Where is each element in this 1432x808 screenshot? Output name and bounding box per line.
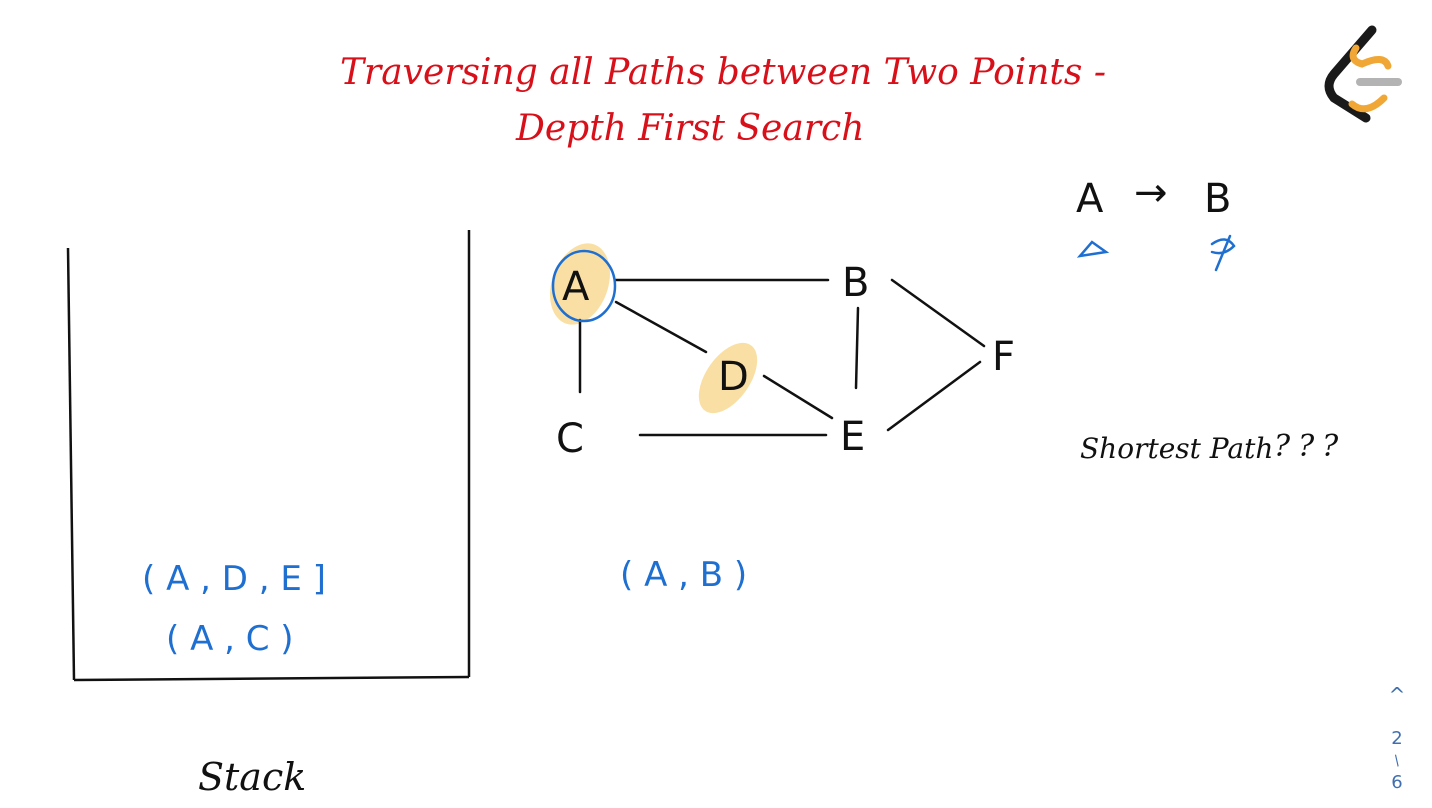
current-pair: ( A , B ) bbox=[620, 555, 747, 595]
query-arrow: → bbox=[1134, 170, 1168, 216]
query-from: A bbox=[1076, 176, 1104, 222]
start-mark bbox=[1076, 240, 1110, 258]
graph-highlights bbox=[550, 243, 758, 414]
stack-entry-bottom: ( A , C ) bbox=[166, 619, 294, 659]
slide-pager: ^ 2 / 6 bbox=[1382, 684, 1412, 794]
node-c: C bbox=[556, 416, 584, 462]
leetcode-logo-icon bbox=[1324, 25, 1402, 123]
node-a: A bbox=[562, 264, 590, 310]
edge-b-e bbox=[854, 306, 860, 390]
node-b: B bbox=[842, 260, 869, 306]
edge-b-f bbox=[890, 278, 986, 348]
pager-total: 6 bbox=[1391, 772, 1403, 793]
target-mark bbox=[1210, 238, 1236, 255]
edge-d-e bbox=[762, 374, 834, 420]
slide-title-line-1: Traversing all Paths between Two Points … bbox=[340, 52, 1106, 93]
stack-container bbox=[66, 230, 471, 682]
stack-entry-top: ( A , D , E ] bbox=[142, 559, 326, 599]
question-marks: ??? bbox=[1274, 429, 1346, 464]
node-a-circle bbox=[551, 249, 617, 323]
edge-e-f bbox=[886, 360, 982, 432]
node-d: D bbox=[718, 354, 749, 400]
shortest-path-note: Shortest Path bbox=[1080, 432, 1273, 465]
query-to: B bbox=[1204, 176, 1231, 222]
pager-current: 2 bbox=[1391, 728, 1403, 749]
node-e: E bbox=[840, 414, 865, 460]
slide-title-line-2: Depth First Search bbox=[515, 108, 864, 149]
edge-a-d bbox=[614, 300, 708, 354]
chevron-up-icon[interactable]: ^ bbox=[1388, 683, 1406, 707]
node-f: F bbox=[992, 334, 1015, 380]
query-annotations bbox=[1076, 234, 1236, 272]
graph-edges bbox=[578, 278, 986, 437]
stack-label: Stack bbox=[198, 755, 306, 799]
